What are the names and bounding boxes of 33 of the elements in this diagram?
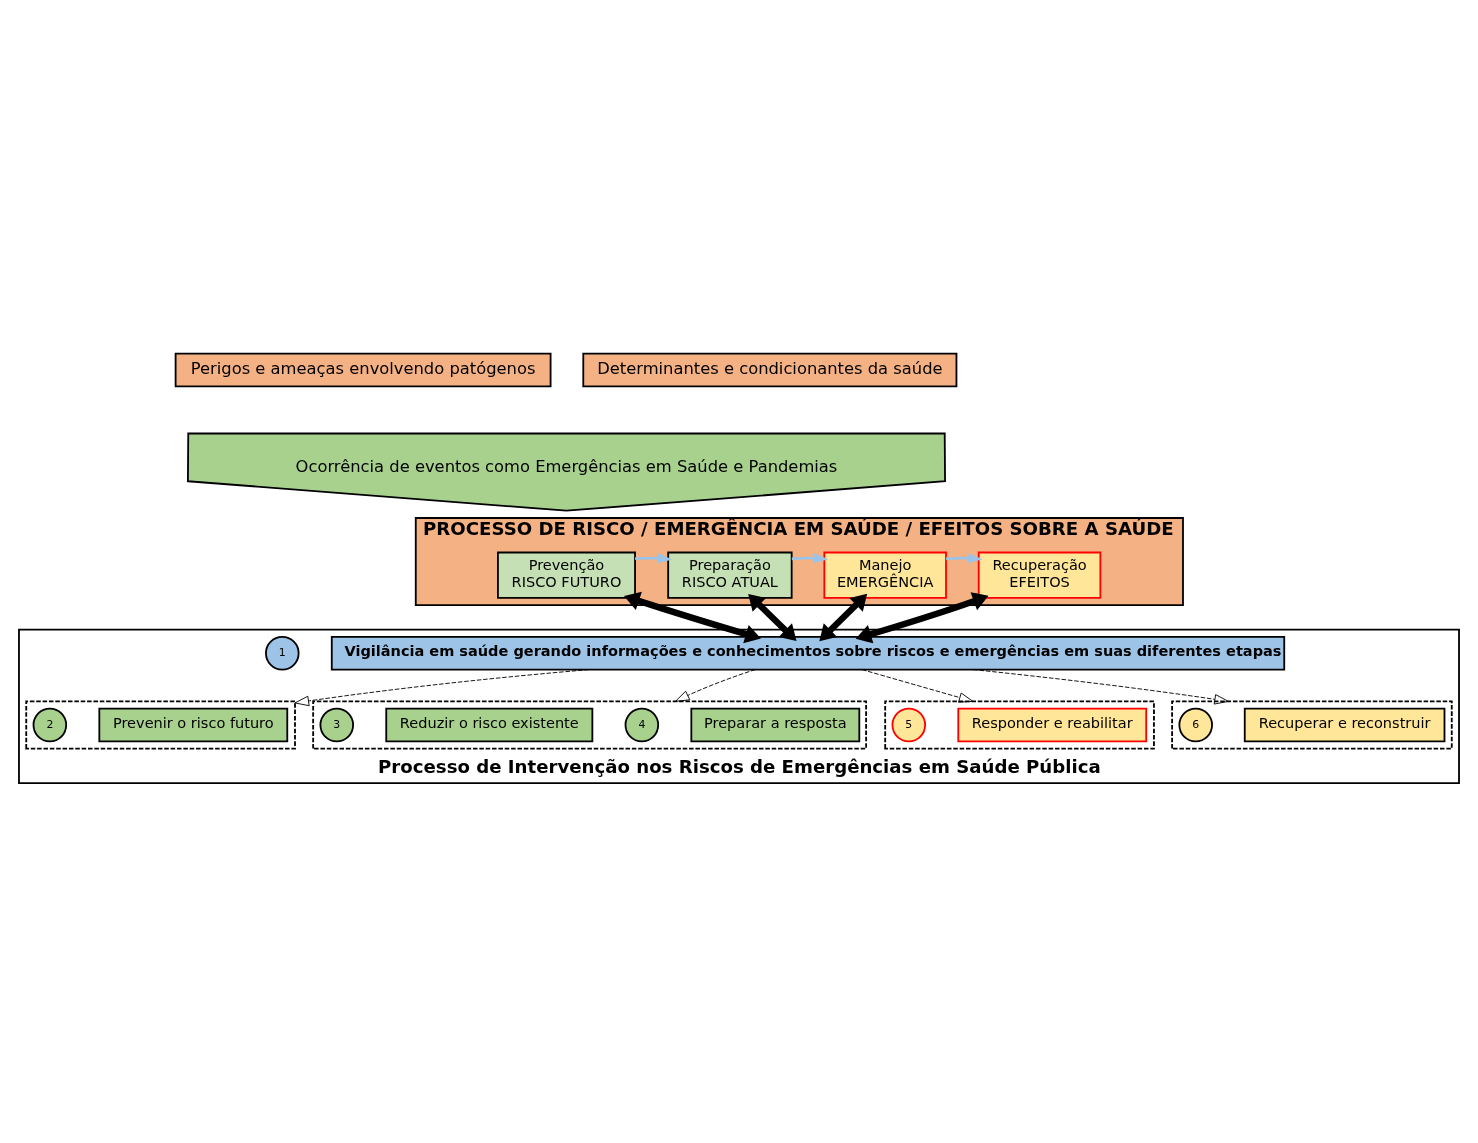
arrow — [972, 668, 1229, 705]
node-box: Prevenir o risco futuro — [98, 707, 289, 742]
node-box: Recuperar e reconstruir — [1243, 707, 1446, 742]
node-box: Perigos e ameaças envolvendo patógenos — [174, 352, 552, 387]
cluster — [884, 700, 1155, 749]
arrow — [294, 668, 590, 706]
arrow — [635, 552, 673, 563]
arrow — [861, 668, 974, 703]
node-box: Vigilância em saúde gerando informações e conhecimentos sobre riscos e emergências em suas diferentes etapas — [330, 635, 1286, 670]
node-circle: 5 — [891, 707, 927, 742]
node-box: Responder e reabilitar — [957, 707, 1148, 742]
arrow — [945, 552, 983, 563]
arrow — [855, 591, 989, 643]
node-box: Determinantes e condicionantes da saúde — [582, 352, 958, 387]
cluster — [1171, 700, 1453, 749]
node-box: Preparar a resposta — [690, 707, 861, 742]
node-box: Recuperação EFEITOS — [977, 551, 1102, 599]
arrow — [819, 593, 868, 641]
node-box: Reduzir o risco existente — [385, 707, 594, 742]
node-circle: 3 — [319, 707, 355, 742]
node-box: Preparação RISCO ATUAL — [667, 551, 793, 599]
node-circle: 6 — [1178, 707, 1213, 742]
node-circle: 2 — [32, 707, 68, 742]
cluster — [312, 700, 868, 749]
arrow — [748, 593, 797, 641]
arrow — [624, 591, 761, 643]
arrow — [675, 668, 756, 702]
node-box: Manejo EMERGÊNCIA — [823, 551, 947, 599]
node-circle: 1 — [265, 635, 300, 670]
arrow — [791, 552, 829, 563]
node-box: Prevenção RISCO FUTURO — [497, 551, 636, 599]
cluster — [25, 700, 296, 749]
node-circle: 4 — [624, 707, 660, 742]
